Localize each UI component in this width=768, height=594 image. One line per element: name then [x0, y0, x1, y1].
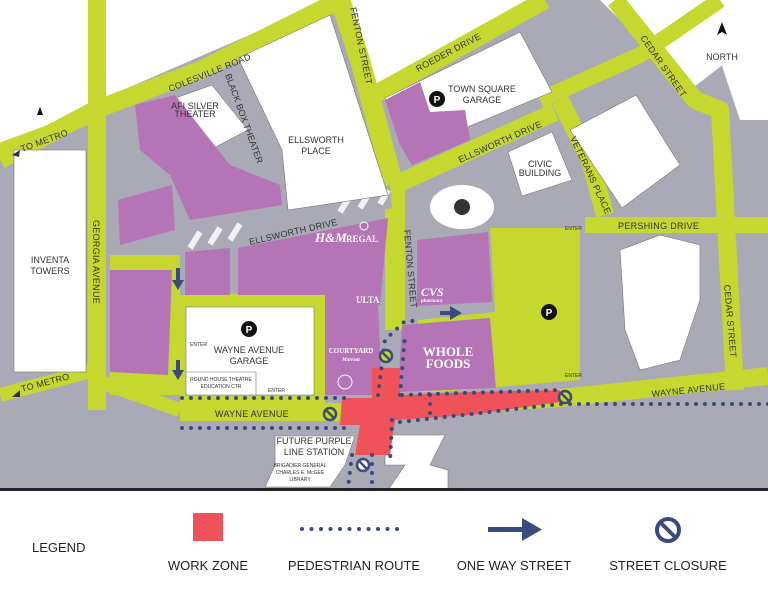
legend-work-zone-icon — [193, 513, 223, 541]
civic-label: CIVIC — [528, 159, 553, 169]
purple-line-station-building — [264, 435, 356, 488]
legend-title: LEGEND — [32, 540, 85, 555]
wayne-garage-label: GARAGE — [230, 356, 269, 366]
road-label-georgia: GEORGIA AVENUE — [91, 220, 101, 304]
one-way-arrow-right-icon — [440, 306, 462, 320]
town-square-label: GARAGE — [463, 95, 502, 105]
legend-street-closure-icon — [655, 517, 681, 543]
cvs-pharmacy-logo: pharmacy — [421, 299, 443, 304]
north-arrow-icon — [717, 22, 727, 35]
cvs-building — [417, 232, 492, 306]
parking-icon: P — [429, 91, 445, 107]
afi-label: AFI SILVER — [171, 101, 219, 111]
parking-icon: P — [541, 304, 557, 320]
inventa-label: TOWERS — [30, 266, 69, 276]
legend-one-way-icon — [488, 518, 542, 541]
retail-building — [185, 248, 230, 295]
arrow-icon — [12, 150, 20, 157]
white-area — [700, 0, 768, 120]
whole-foods-building — [398, 318, 496, 392]
parking-icon: P — [241, 321, 257, 337]
ellsworth-place-building — [237, 14, 389, 211]
svg-text:P: P — [246, 325, 253, 336]
civic-building — [507, 131, 573, 197]
library-label: CHARLES E. McGEE — [276, 470, 325, 476]
legend-pedestrian-route-label: PEDESTRIAN ROUTE — [288, 558, 421, 573]
road-label-wayne-left: WAYNE AVENUE — [215, 409, 289, 419]
legend-street-closure-label: STREET CLOSURE — [609, 558, 727, 573]
civic-label: BUILDING — [519, 168, 562, 178]
ulta-logo: ULTA — [356, 295, 380, 305]
courtyard-marriott-building — [325, 305, 382, 395]
retail-building — [118, 185, 175, 245]
cvs-logo: CVS — [421, 285, 444, 299]
enter-label: ENTER — [190, 342, 207, 348]
office-building — [619, 234, 701, 371]
roundabout-icon — [454, 199, 470, 215]
regal-logo: REGAL — [346, 234, 378, 244]
legend-divider — [0, 488, 768, 491]
street-closure-icon — [322, 406, 338, 422]
ellsworth-place-label: PLACE — [301, 146, 331, 156]
purple-line-label: LINE STATION — [284, 447, 344, 457]
inventa-label: INVENTA — [31, 255, 69, 265]
inventa-towers-building — [13, 149, 87, 373]
whole-foods-logo: WHOLE — [423, 344, 474, 359]
round-house-label: ROUND HOUSE THEATRE — [190, 377, 252, 383]
town-square-retail — [385, 82, 470, 165]
library-label: BRIGADIER GENERAL — [274, 463, 327, 469]
road-label-pershing: PERSHING DRIVE — [618, 221, 699, 231]
svg-text:P: P — [434, 95, 441, 106]
north-label: NORTH — [706, 52, 738, 62]
hm-regal-building — [238, 218, 388, 305]
wayne-garage-label: WAYNE AVENUE — [214, 345, 284, 355]
enter-label: ENTER — [565, 226, 582, 232]
enter-label: ENTER — [565, 373, 582, 379]
marriott-logo: Marriott — [341, 358, 360, 363]
library-label: LIBRARY — [289, 477, 311, 483]
street-closure-icon — [378, 348, 394, 364]
afi-label: THEATER — [174, 109, 216, 119]
whole-foods-logo: FOODS — [426, 356, 471, 371]
street-closure-icon — [557, 389, 573, 405]
arrow-icon — [12, 390, 20, 397]
one-way-arrow-down-icon — [172, 268, 184, 290]
purple-line-label: FUTURE PURPLE — [276, 436, 351, 446]
courtyard-logo: COURTYARD — [329, 347, 374, 355]
north-arrow-small-icon — [37, 107, 43, 115]
office-building — [569, 94, 681, 209]
one-way-arrow-down-icon — [172, 360, 184, 380]
round-house-label: EDUCATION CTR — [201, 384, 242, 390]
town-square-label: TOWN SQUARE — [448, 84, 516, 94]
work-zone — [340, 368, 560, 455]
retail-building — [135, 95, 282, 220]
hm-logo: H&M — [314, 230, 347, 245]
regal-logo-icon — [359, 221, 369, 231]
ellsworth-place-label: ELLSWORTH — [288, 135, 344, 145]
enter-label: ENTER — [268, 388, 285, 394]
retail-building — [110, 270, 172, 375]
legend-one-way-label: ONE WAY STREET — [457, 558, 572, 573]
legend-work-zone-label: WORK ZONE — [168, 558, 248, 573]
street-closure-icon — [355, 457, 371, 473]
svg-text:P: P — [546, 308, 553, 319]
gym-logo-icon — [337, 374, 353, 390]
